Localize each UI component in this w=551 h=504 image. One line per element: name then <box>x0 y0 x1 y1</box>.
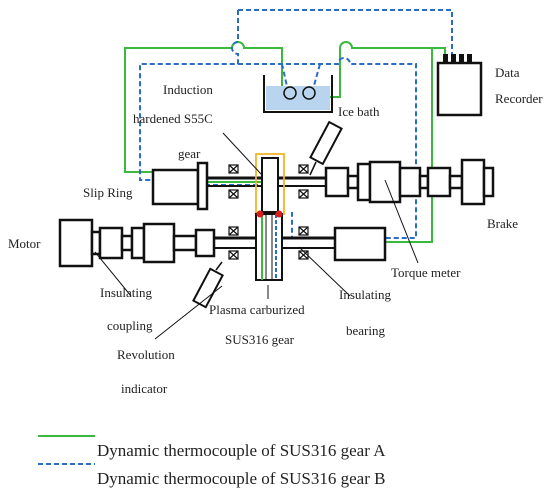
slip-ring-body <box>151 168 200 206</box>
label-brake: Brake <box>487 216 518 231</box>
wire-b-bath-lead-1 <box>281 63 291 101</box>
torque-flange-left <box>356 162 372 202</box>
coupling-1 <box>98 226 124 260</box>
ice-bath-junction-b <box>302 86 316 100</box>
ice-bath-vessel <box>263 75 333 113</box>
data-recorder-box <box>436 61 483 117</box>
bearing-lr-top-x <box>298 226 309 236</box>
revolution-indicator-device <box>192 261 224 309</box>
brake-coupling <box>426 166 452 198</box>
ice-bath-probe <box>309 120 343 176</box>
upper-coupling-neck <box>346 174 360 190</box>
data-recorder <box>436 54 483 117</box>
torque-meter-body <box>368 160 402 204</box>
wire-a-to-ice-bath <box>231 41 289 98</box>
coupling-4 <box>194 228 216 258</box>
wire-b-to-slip-ring <box>139 10 239 181</box>
torque-flange-right <box>398 166 422 198</box>
legend-label-b: Dynamic thermocouple of SUS316 gear B <box>97 469 385 488</box>
ice-bath <box>263 75 333 113</box>
upper-bearings <box>228 164 309 199</box>
wire-a-to-recorder-and-gear <box>310 41 433 243</box>
contact-point-a <box>256 210 264 218</box>
label-ice-bath: Ice bath <box>338 104 380 119</box>
leader-insulating-coupling <box>94 251 132 297</box>
wire-b-bath-lead-2 <box>309 63 321 101</box>
recorder-pin-3 <box>459 54 464 64</box>
sus316-gear <box>255 213 283 281</box>
legend-label-a: Dynamic thermocouple of SUS316 gear A <box>97 441 386 460</box>
label-hardened: hardened S55C <box>133 111 213 126</box>
leader-torque <box>384 179 419 264</box>
leader-s55c <box>222 132 263 176</box>
label-gear: gear <box>178 146 201 161</box>
brake-neck-2 <box>448 174 464 190</box>
brake-end <box>482 166 495 198</box>
recorder-pin-1 <box>443 54 448 64</box>
label-recorder: Recorder <box>495 91 543 106</box>
wire-b-to-gear <box>238 57 417 239</box>
bearing-ur-top-x <box>298 164 309 174</box>
label-indicator: indicator <box>121 381 168 396</box>
recorder-pin-4 <box>467 54 472 64</box>
coupling-2 <box>130 226 146 260</box>
leader-insulating-bearing <box>298 246 351 297</box>
label-coupling: coupling <box>107 318 153 333</box>
ice-water <box>266 86 330 110</box>
motor-body <box>58 218 94 268</box>
leader-lines <box>94 132 419 340</box>
sus316-gear-body <box>255 213 283 281</box>
recorder-pin-2 <box>451 54 456 64</box>
bearing-ul-top-x <box>228 164 239 174</box>
label-slip-ring: Slip Ring <box>83 185 133 200</box>
wire-a-recorder-link <box>432 47 446 55</box>
s55c-gear-body <box>261 157 279 213</box>
label-data: Data <box>495 65 520 80</box>
wire-b <box>139 9 453 255</box>
contact-point-b <box>275 210 283 218</box>
label-induction: Induction <box>163 82 213 97</box>
s55c-gear <box>255 153 285 215</box>
label-torque-meter: Torque meter <box>391 265 461 280</box>
label-insulating-bearing-1: Insulating <box>339 287 391 302</box>
ice-bath-junction-a <box>283 86 297 100</box>
lower-torque-coupling <box>333 226 387 262</box>
label-revolution: Revolution <box>117 347 175 362</box>
bearing-ul-bot-x <box>228 189 239 199</box>
label-sus316-gear: SUS316 gear <box>225 332 295 347</box>
bearing-ll-top-x <box>228 226 239 236</box>
legend: Dynamic thermocouple of SUS316 gear A Dy… <box>38 435 386 488</box>
coupling-1-neck <box>120 234 134 252</box>
lower-shaft <box>58 218 387 268</box>
label-bearing: bearing <box>346 323 385 338</box>
brake-body <box>460 158 486 206</box>
coupling-3-neck <box>172 234 198 252</box>
lower-bearings <box>228 226 309 260</box>
slip-ring-flange <box>196 161 209 211</box>
coupling-3 <box>142 222 176 264</box>
upper-coupling-1 <box>324 166 350 198</box>
label-insulating-coupling-1: Insulating <box>100 285 152 300</box>
wire-b-top-to-recorder <box>238 9 453 55</box>
bearing-ur-bot-x <box>298 189 309 199</box>
upper-shaft <box>151 158 495 211</box>
label-plasma-carburized: Plasma carburized <box>209 302 305 317</box>
label-motor: Motor <box>8 236 41 251</box>
bearing-lr-bot-x <box>298 250 309 260</box>
bearing-ll-bot-x <box>228 250 239 260</box>
leader-revolution <box>154 285 223 340</box>
